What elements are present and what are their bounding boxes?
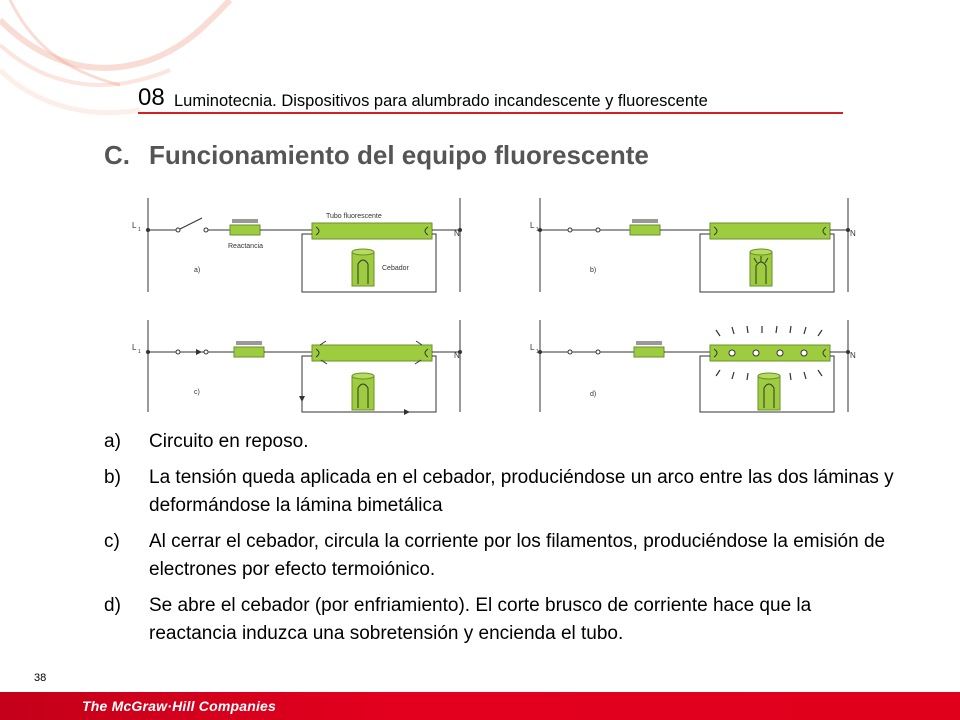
list-marker: c) bbox=[104, 531, 120, 552]
list-item-text: Circuito en reposo. bbox=[149, 431, 309, 452]
label-tubo: Tubo fluorescente bbox=[326, 213, 382, 220]
list-item-text: Se abre el cebador (por enfriamiento). E… bbox=[149, 595, 812, 644]
chapter-title: Luminotecnia. Dispositivos para alumbrad… bbox=[174, 92, 708, 110]
label-d: d) bbox=[590, 391, 596, 398]
label-l1: L bbox=[132, 221, 137, 230]
chapter-number: 08 bbox=[138, 84, 165, 111]
list-marker: b) bbox=[104, 467, 121, 488]
label-b: b) bbox=[590, 267, 596, 274]
section-letter: C. bbox=[104, 140, 130, 170]
page-number: 38 bbox=[34, 672, 47, 684]
list-marker: d) bbox=[104, 595, 121, 616]
list-item: b) La tensión queda aplicada en el cebad… bbox=[104, 464, 894, 520]
svg-text:L: L bbox=[530, 221, 535, 230]
decorative-swirl bbox=[0, 0, 233, 116]
diagram-a: L 1 N Reactancia Tubo fluorescente Cebad… bbox=[132, 198, 462, 293]
list-item: a) Circuito en reposo. bbox=[104, 428, 894, 456]
circuit-diagrams: L 1 N Reactancia Tubo fluorescente Cebad… bbox=[132, 198, 856, 415]
diagram-d: L 1 N bbox=[530, 320, 856, 413]
footer-bar: The McGraw·Hill Companies bbox=[0, 692, 960, 720]
label-reactancia: Reactancia bbox=[228, 243, 263, 250]
svg-text:1: 1 bbox=[138, 227, 141, 233]
explanation-list: a) Circuito en reposo. b) La tensión que… bbox=[104, 428, 894, 656]
svg-text:1: 1 bbox=[536, 349, 539, 355]
diagram-c: L 1 N c) bbox=[132, 320, 462, 415]
list-item: d) Se abre el cebador (por enfriamiento)… bbox=[104, 592, 894, 648]
label-n: N bbox=[454, 229, 460, 238]
label-cebador: Cebador bbox=[382, 265, 410, 272]
publisher-logo: The McGraw·Hill Companies bbox=[82, 698, 277, 714]
svg-text:1: 1 bbox=[536, 227, 539, 233]
svg-text:N: N bbox=[454, 351, 460, 360]
list-item: c) Al cerrar el cebador, circula la corr… bbox=[104, 528, 894, 584]
label-c: c) bbox=[194, 389, 200, 396]
list-item-text: La tensión queda aplicada en el cebador,… bbox=[149, 467, 894, 516]
svg-text:1: 1 bbox=[138, 349, 141, 355]
list-item-text: Al cerrar el cebador, circula la corrien… bbox=[149, 531, 886, 580]
svg-text:N: N bbox=[850, 351, 856, 360]
diagram-b: L 1 N b) bbox=[530, 198, 856, 293]
svg-text:L: L bbox=[530, 343, 535, 352]
list-marker: a) bbox=[104, 431, 121, 452]
section-title: C. Funcionamiento del equipo fluorescente bbox=[104, 140, 649, 171]
label-a: a) bbox=[194, 267, 200, 274]
svg-text:N: N bbox=[850, 229, 856, 238]
svg-text:L: L bbox=[132, 343, 137, 352]
section-title-text: Funcionamiento del equipo fluorescente bbox=[149, 140, 649, 170]
header-rule bbox=[138, 112, 843, 114]
slide-header: 08 Luminotecnia. Dispositivos para alumb… bbox=[138, 84, 843, 114]
